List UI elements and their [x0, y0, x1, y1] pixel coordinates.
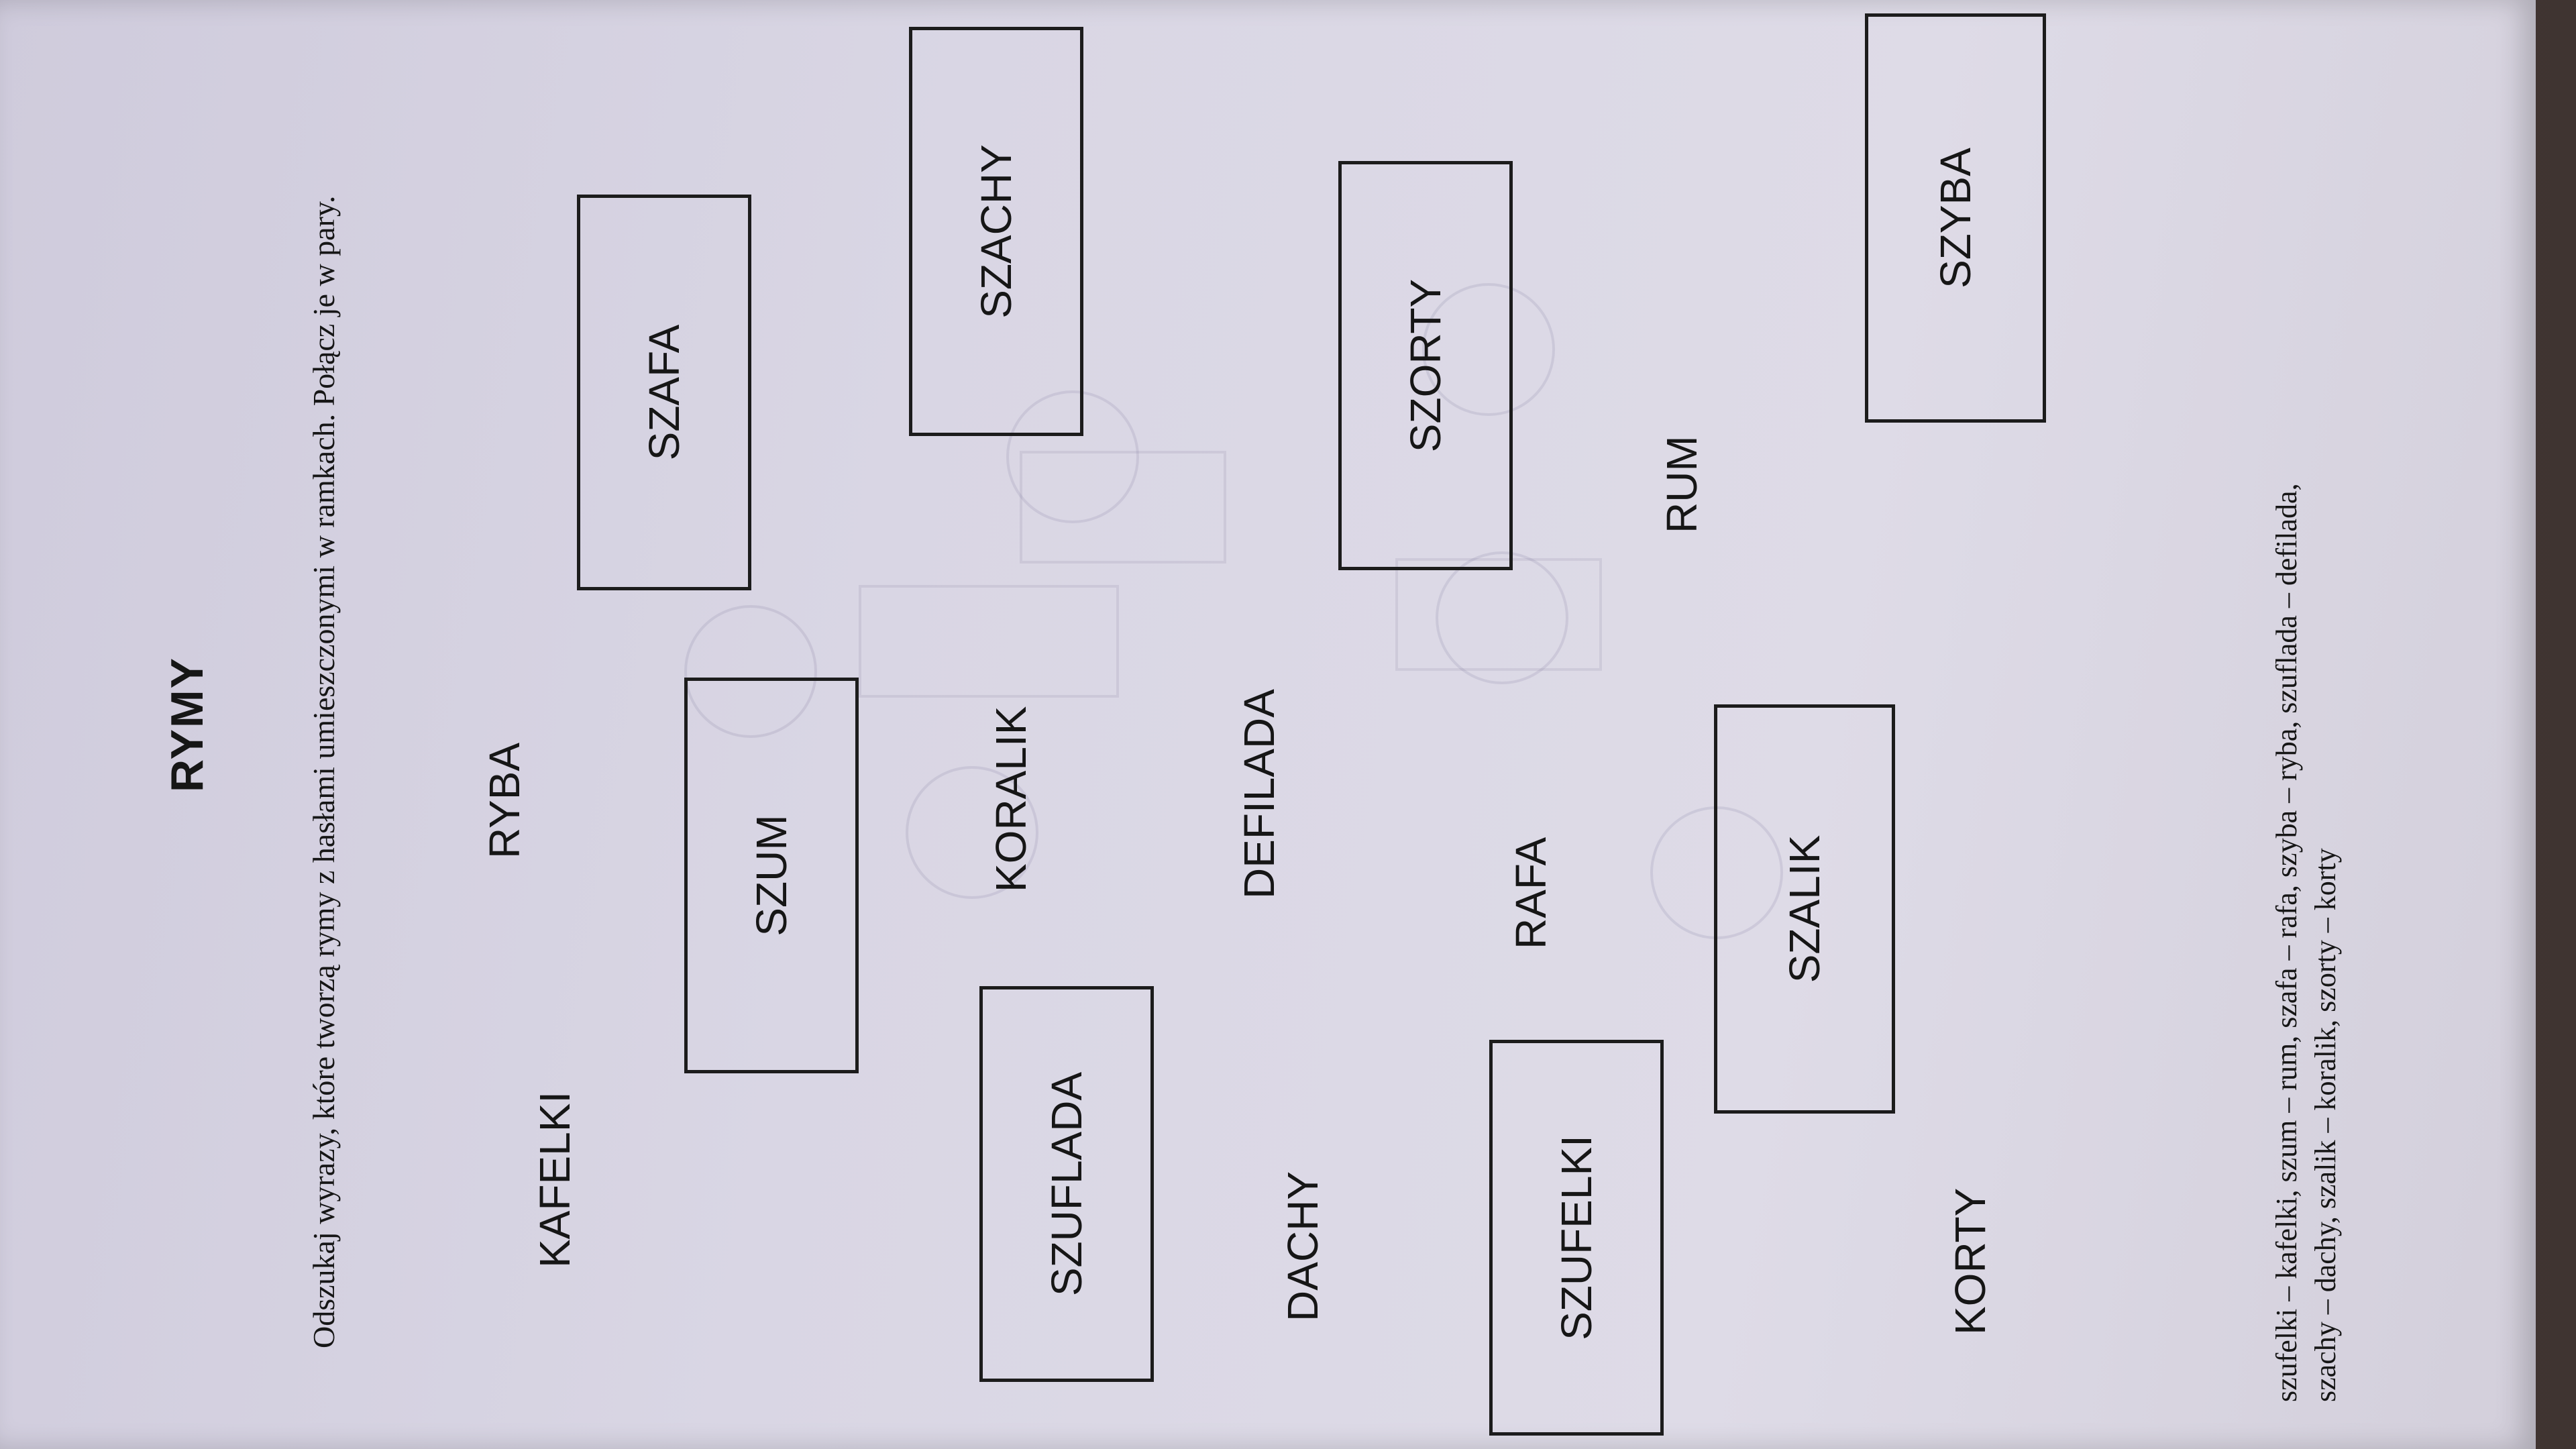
show-through-mark: [1395, 558, 1602, 671]
box-szorty: SZORTY: [1338, 161, 1513, 570]
word-szyba: SZYBA: [1931, 148, 1980, 288]
word-rafa: RAFA: [1507, 837, 1555, 949]
word-defilada: DEFILADA: [1235, 689, 1283, 899]
word-ryba: RYBA: [480, 742, 529, 859]
box-szafa: SZAFA: [577, 195, 751, 590]
word-szuflada: SZUFLADA: [1042, 1071, 1091, 1297]
answer-key-line-2: szachy – dachy, szalik – koralik, szorty…: [2309, 848, 2342, 1402]
box-szufelki: SZUFELKI: [1489, 1040, 1664, 1436]
page-title: RYMY: [162, 657, 213, 792]
show-through-mark: [1020, 451, 1226, 564]
answer-key-line-1: szufelki – kafelki, szum – rum, szafa – …: [2270, 483, 2303, 1402]
word-korty: KORTY: [1946, 1187, 1994, 1335]
show-through-mark: [859, 585, 1119, 698]
word-szufelki: SZUFELKI: [1552, 1135, 1601, 1340]
box-szyba: SZYBA: [1865, 13, 2046, 423]
word-kafelki: KAFELKI: [531, 1091, 579, 1268]
word-dachy: DACHY: [1279, 1171, 1327, 1322]
box-szalik: SZALIK: [1714, 704, 1895, 1114]
word-koralik: KORALIK: [987, 706, 1035, 892]
box-szachy: SZACHY: [909, 27, 1083, 436]
box-szuflada: SZUFLADA: [979, 986, 1154, 1382]
instruction-text: Odszukaj wyrazy, które tworzą rymy z has…: [307, 195, 341, 1348]
word-rum: RUM: [1658, 435, 1706, 533]
word-szorty: SZORTY: [1401, 278, 1450, 453]
word-szafa: SZAFA: [640, 324, 688, 461]
box-szum: SZUM: [684, 678, 859, 1073]
word-szalik: SZALIK: [1780, 835, 1829, 983]
answer-key: szufelki – kafelki, szum – rum, szafa – …: [2267, 27, 2345, 1402]
word-szachy: SZACHY: [972, 144, 1020, 319]
word-szum: SZUM: [747, 814, 796, 936]
